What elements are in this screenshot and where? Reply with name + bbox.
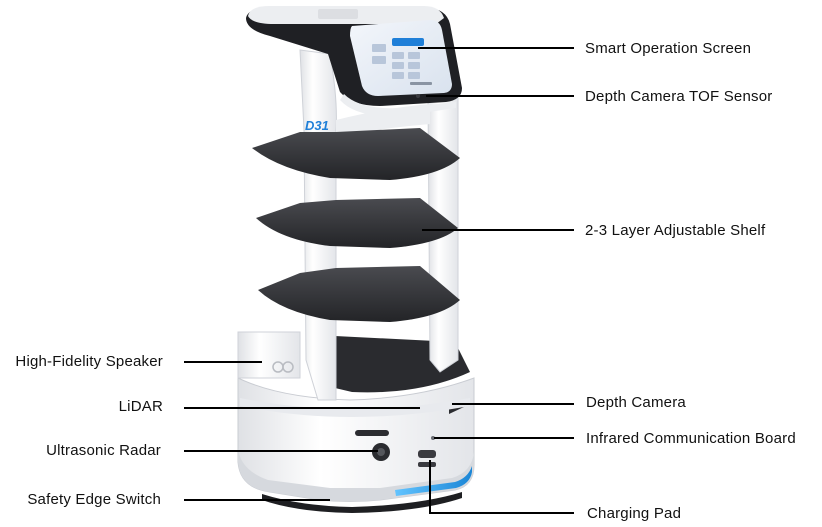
shelves xyxy=(252,128,460,322)
robot-head xyxy=(246,6,462,117)
label-smart-operation-screen: Smart Operation Screen xyxy=(585,40,752,57)
label-infrared-communication-board: Infrared Communication Board xyxy=(586,430,796,447)
shelf-top xyxy=(252,128,460,180)
tof-sensor xyxy=(416,94,420,98)
shelf-bottom xyxy=(258,266,460,322)
label-adjustable-shelf: 2-3 Layer Adjustable Shelf xyxy=(585,222,766,239)
label-charging-pad: Charging Pad xyxy=(587,505,682,522)
label-lidar: LiDAR xyxy=(118,398,163,415)
charging-pad xyxy=(418,450,436,458)
leader-charging xyxy=(429,460,574,514)
leader-lines xyxy=(184,47,574,514)
label-depth-camera: Depth Camera xyxy=(586,394,686,411)
label-high-fidelity-speaker: High-Fidelity Speaker xyxy=(15,353,163,370)
label-safety-edge-switch: Safety Edge Switch xyxy=(27,491,161,508)
label-ultrasonic-radar: Ultrasonic Radar xyxy=(46,442,161,459)
label-depth-camera-tof-sensor: Depth Camera TOF Sensor xyxy=(585,88,773,105)
model-badge: D31 xyxy=(305,118,329,133)
shelf-middle xyxy=(256,198,458,248)
